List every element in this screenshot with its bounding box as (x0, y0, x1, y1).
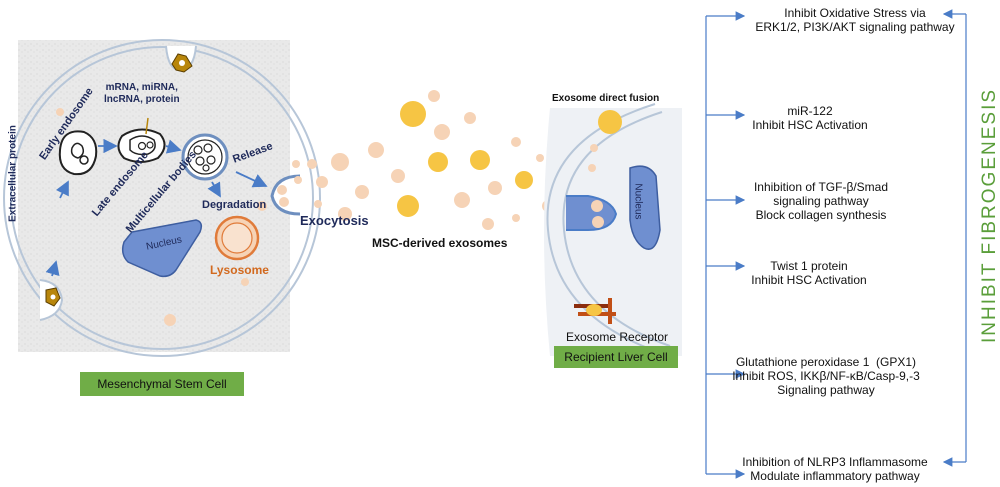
release-pit (270, 174, 301, 216)
exosome-receptor-icon (574, 298, 616, 324)
msc-cell (3, 39, 321, 357)
exosome (397, 195, 419, 217)
lysosome-icon (214, 215, 260, 261)
arrow-pit-up (45, 260, 60, 277)
exosome (512, 214, 520, 222)
inhibition-bracket (705, 9, 967, 479)
recipient-inner-membrane (562, 111, 671, 347)
recipient-outer-membrane (546, 103, 665, 355)
msc-nucleus (121, 219, 203, 278)
exosome (536, 154, 544, 162)
exosome (314, 200, 322, 208)
msc-inner-membrane (10, 46, 314, 350)
exosome (400, 101, 426, 127)
top-protein-icon (171, 53, 193, 73)
exocytosis-label: Exocytosis (300, 213, 369, 228)
direct-fusion-label: Exosome direct fusion (552, 93, 660, 104)
late-endosome (117, 117, 166, 163)
mechanism-oxidative-stress: Inhibit Oxidative Stress via ERK1/2, PI3… (755, 6, 955, 34)
endocytic-vesicle (566, 195, 618, 231)
exosome-receptor-label: Exosome Receptor (566, 330, 669, 344)
cell-vesicle (257, 201, 267, 211)
mechanism-tgf-beta: Inhibition of TGF-β/Smad signaling pathw… (753, 180, 889, 222)
exosome (428, 90, 440, 102)
msc-outer-membrane (3, 39, 321, 357)
multivesicular-body (181, 133, 229, 181)
exosome (368, 142, 384, 158)
exosome (338, 207, 352, 221)
exosome (331, 153, 349, 171)
cargo-label: mRNA, miRNA, lncRNA, protein (104, 82, 180, 105)
arrow-release (235, 171, 268, 188)
exosome (454, 192, 470, 208)
recipient-cell (544, 103, 682, 356)
exosome (316, 176, 328, 188)
mechanism-twist1: Twist 1 protein Inhibit HSC Activation (751, 259, 867, 287)
exosome (307, 159, 317, 169)
arrow-late-to-mvb (165, 139, 182, 154)
early-endosome (58, 130, 98, 176)
exosome-cloud (292, 90, 554, 230)
recipient-cell-label: Recipient Liver Cell (554, 346, 678, 368)
cell-vesicle (164, 314, 176, 326)
fusing-exosome (598, 110, 622, 134)
exosome (488, 181, 502, 195)
exosome (511, 137, 521, 147)
exosome (294, 176, 302, 184)
arrow-degradation (207, 181, 221, 198)
exosome (464, 112, 476, 124)
recipient-nucleus (629, 165, 661, 250)
recipient-nucleus-label: Nucleus (632, 183, 644, 220)
exosome (434, 124, 450, 140)
extracellular-protein-label: Extracellular protein (7, 125, 19, 222)
exosome (428, 152, 448, 172)
mechanism-nlrp3: Inhibition of NLRP3 Inflammasome Modulat… (742, 455, 928, 483)
inhibit-fibrogenesis-label: INHIBIT FIBROGENESIS (979, 87, 1000, 343)
recipient-vesicle (590, 144, 598, 152)
exosome (292, 160, 300, 168)
arrow-protein-up (55, 180, 69, 199)
recipient-vesicle (588, 164, 596, 172)
exosome (515, 171, 533, 189)
msc-exosomes-label: MSC-derived exosomes (372, 236, 508, 250)
cell-vesicle (56, 108, 64, 116)
exosome (482, 218, 494, 230)
left-protein-icon (45, 287, 61, 307)
degradation-label: Degradation (202, 199, 267, 211)
exosome (391, 169, 405, 183)
exosome (470, 150, 490, 170)
exosome (355, 185, 369, 199)
cell-vesicle (241, 278, 249, 286)
mechanism-mir122: miR-122 Inhibit HSC Activation (752, 104, 868, 132)
msc-cell-label: Mesenchymal Stem Cell (80, 372, 244, 396)
mechanism-gpx1: Glutathione peroxidase 1 (GPX1) Inhibit … (732, 355, 920, 397)
lysosome-label: Lysosome (210, 263, 269, 277)
